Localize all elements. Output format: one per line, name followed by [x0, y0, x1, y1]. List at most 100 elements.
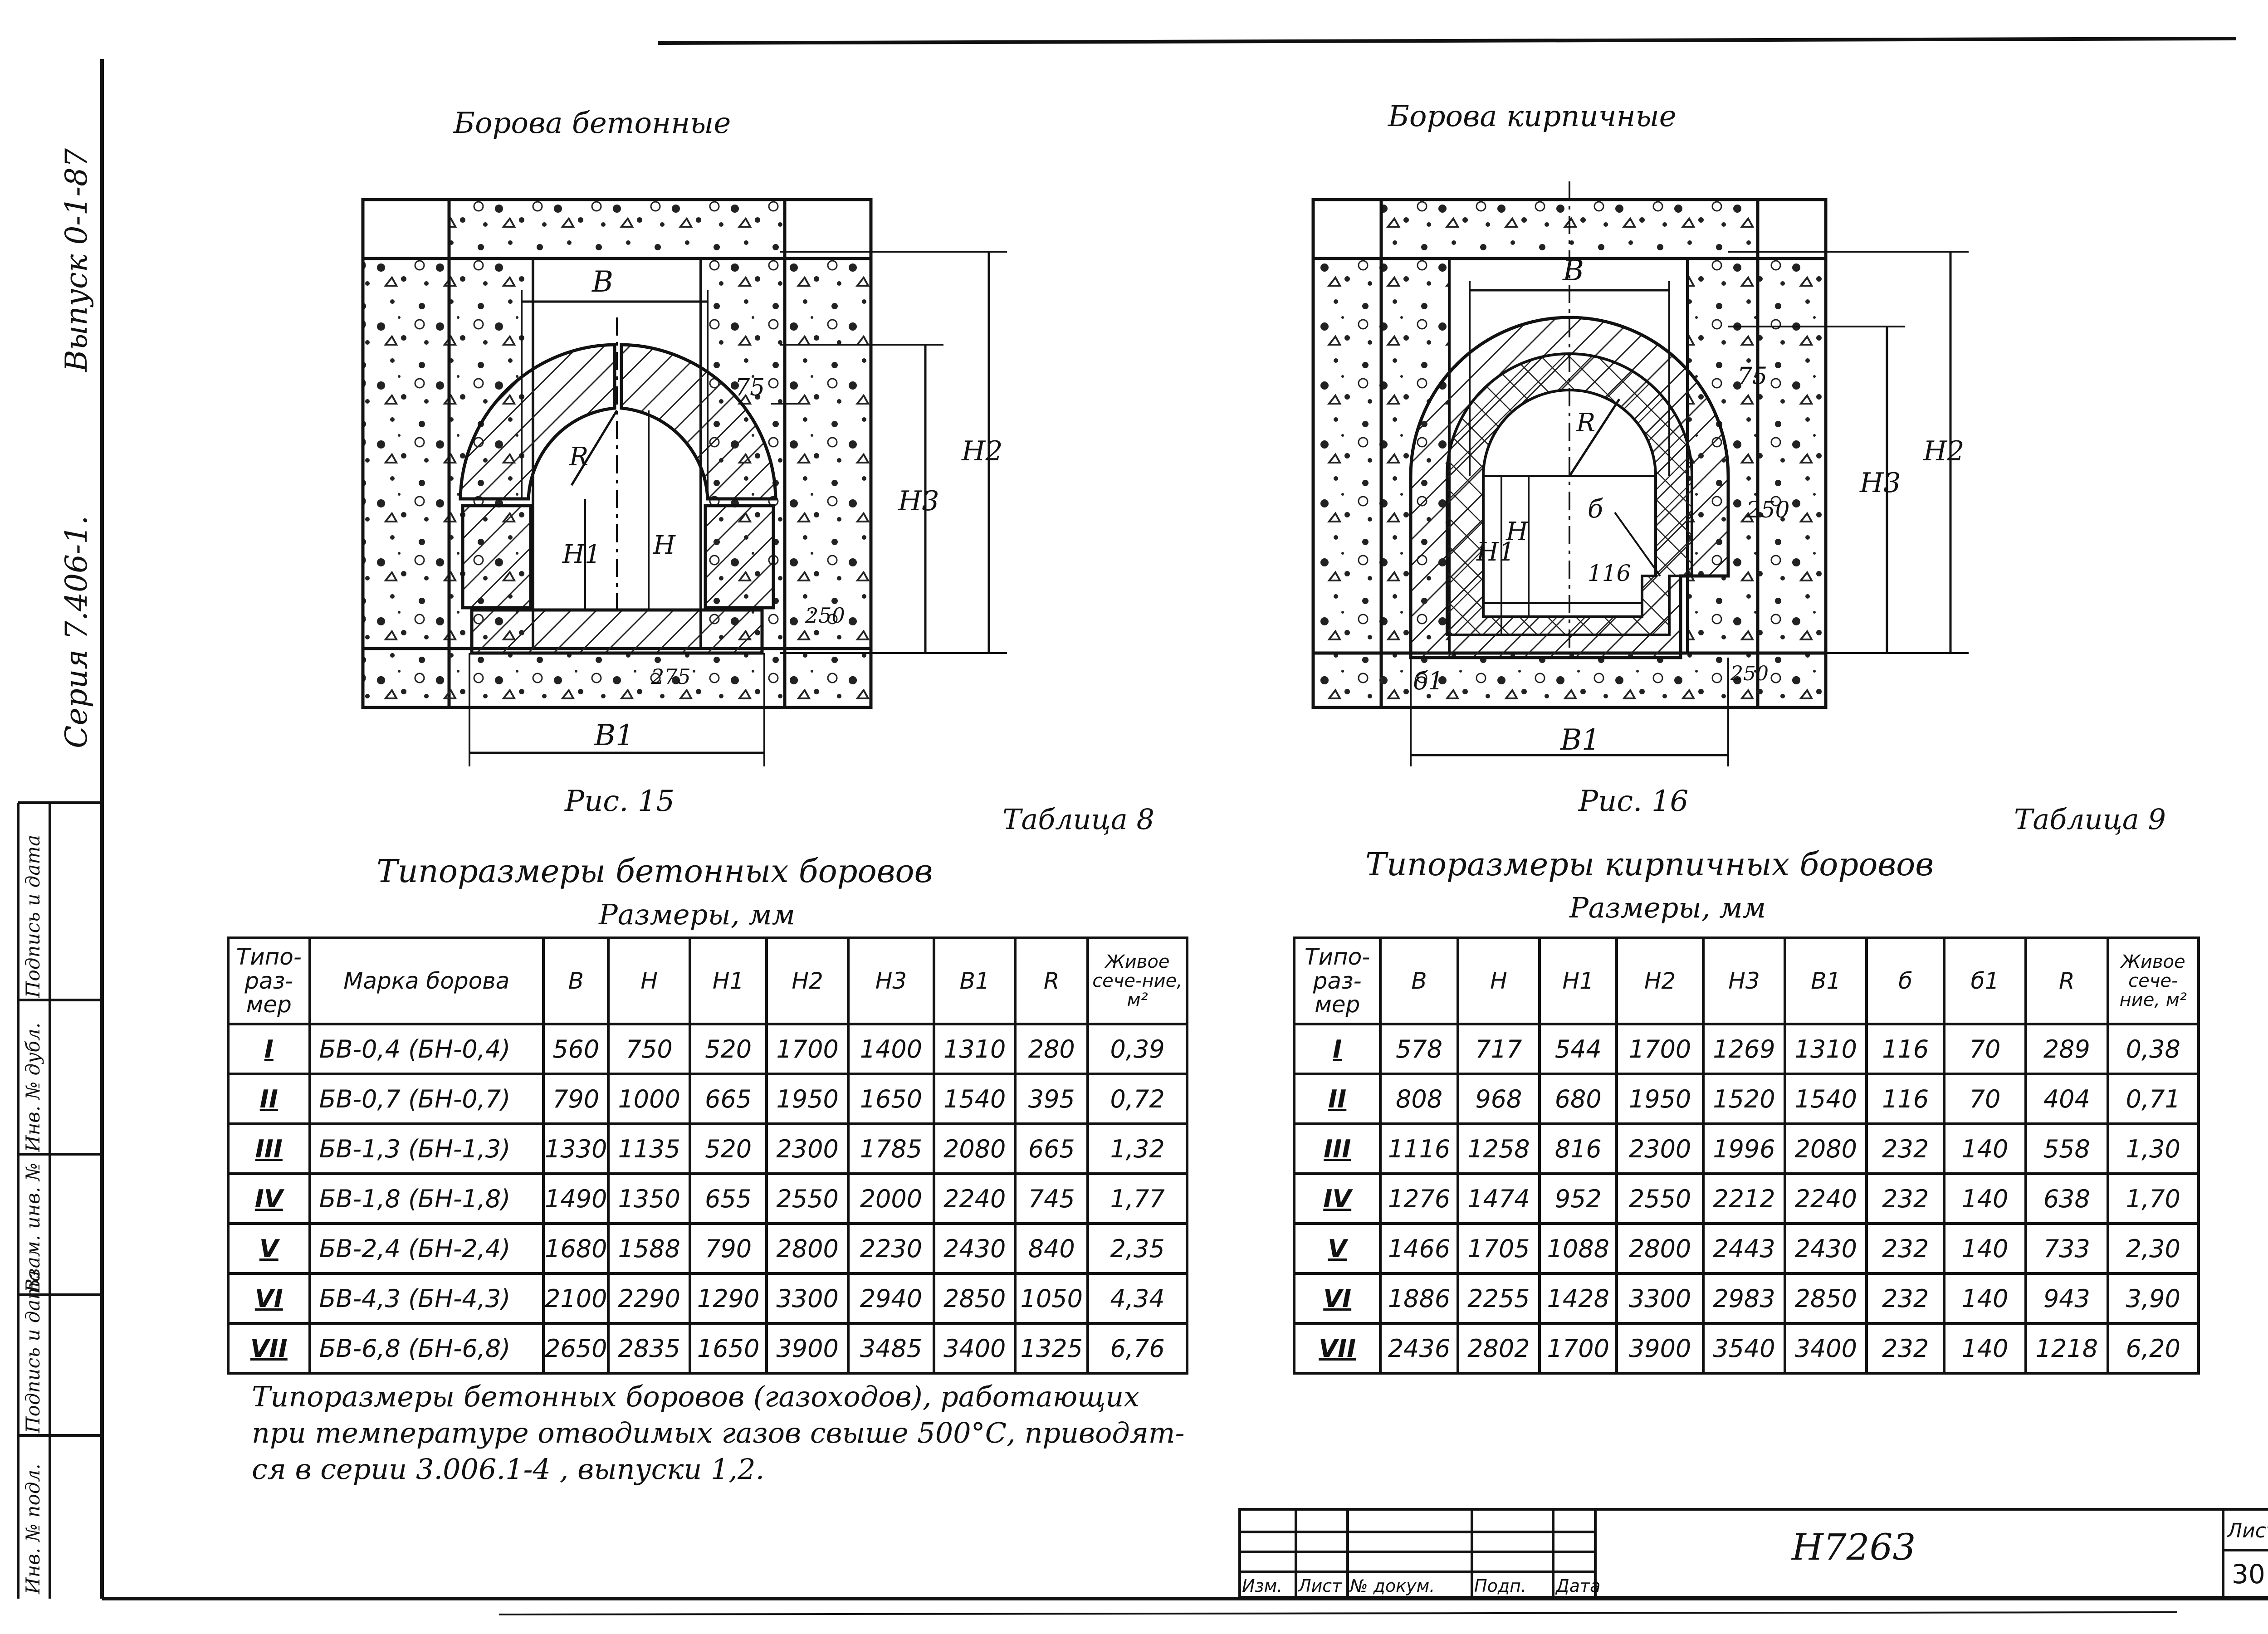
table-cell: 3900 — [765, 1322, 850, 1375]
table-cell: 1000 — [607, 1073, 691, 1125]
title-block: Изм. Лист № докум. Подп. Дата Н7263 Лист… — [1238, 1508, 2268, 1599]
table8-header: Н — [607, 937, 691, 1025]
table-cell: 1116 — [1379, 1122, 1459, 1175]
table9-header: R — [2024, 937, 2109, 1025]
table-cell: 2430 — [933, 1222, 1017, 1275]
table-cell: БВ-2,4 (БН-2,4) — [308, 1222, 545, 1275]
table-cell: БВ-0,4 (БН-0,4) — [308, 1023, 545, 1075]
table8-label: Таблица 8 — [1002, 803, 1154, 836]
table-cell: IV — [1292, 1172, 1382, 1225]
table-cell: 2983 — [1701, 1272, 1787, 1325]
table-row: VI БВ-4,3 (БН-4,3) 2100 2290 1290 3300 2… — [227, 1272, 1188, 1325]
fig16-label-250b: 250 — [1730, 662, 1769, 685]
note-line-3: ся в серии 3.006.1-4 , выпуски 1,2. — [252, 1453, 765, 1486]
table-cell: II — [1292, 1073, 1382, 1125]
table-cell: 2850 — [1784, 1272, 1868, 1325]
table-cell: 1050 — [1014, 1272, 1090, 1325]
title-block-col-sign: Подп. — [1474, 1576, 1527, 1596]
fig16-label-h: Н — [1506, 517, 1528, 546]
table-cell: III — [1292, 1122, 1382, 1175]
fig15-label-h3: Н3 — [898, 485, 939, 517]
table-cell: 0,39 — [1086, 1023, 1188, 1075]
sheet-label: Лист — [2227, 1519, 2268, 1542]
table-cell: 404 — [2024, 1073, 2109, 1125]
table-cell: БВ-6,8 (БН-6,8) — [308, 1322, 545, 1375]
fig16-title: Борова кирпичные — [1388, 100, 1677, 133]
table-cell: 2230 — [846, 1222, 936, 1275]
table-row: III БВ-1,3 (БН-1,3) 1330 1135 520 2300 1… — [227, 1122, 1188, 1175]
table-cell: 0,71 — [2106, 1073, 2200, 1125]
table-cell: 1950 — [765, 1073, 850, 1125]
table8-header: Н1 — [688, 937, 768, 1025]
table-cell: 2443 — [1701, 1222, 1787, 1275]
table8-header: Живое сече-ние, м² — [1086, 937, 1188, 1025]
fig15-label-h: Н — [653, 531, 675, 560]
table-cell: 70 — [1942, 1023, 2028, 1075]
table-cell: 1996 — [1701, 1122, 1787, 1175]
table-cell: 140 — [1942, 1172, 2028, 1225]
table-cell: БВ-1,3 (БН-1,3) — [308, 1122, 545, 1175]
table-cell: 232 — [1865, 1172, 1945, 1225]
table-cell: 2800 — [1615, 1222, 1705, 1275]
table-cell: 2080 — [1784, 1122, 1868, 1175]
fig15-caption: Рис. 15 — [565, 785, 675, 818]
table-cell: 3900 — [1615, 1322, 1705, 1375]
fig16-label-250a: 250 — [1746, 497, 1790, 523]
table-cell: 2835 — [607, 1322, 691, 1375]
title-block-col-doc: № докум. — [1350, 1576, 1435, 1596]
table-cell: 1,32 — [1086, 1122, 1188, 1175]
stamp-label-4: Инв. № дубл. — [22, 1022, 44, 1152]
table-cell: 1520 — [1701, 1073, 1787, 1125]
table9: Типо-раз-мер В Н Н1 Н2 Н3 В1 б б1 R Живо… — [1292, 937, 2200, 1375]
table-cell: 3540 — [1701, 1322, 1787, 1375]
fig16-label-75: 75 — [1737, 363, 1768, 390]
table-cell: 638 — [2024, 1172, 2109, 1225]
table-cell: 140 — [1942, 1222, 2028, 1275]
fig16-label-116: 116 — [1588, 560, 1631, 586]
table-cell: 2300 — [1615, 1122, 1705, 1175]
table-cell: 116 — [1865, 1073, 1945, 1125]
table-cell: 1,77 — [1086, 1172, 1188, 1225]
table-cell: 745 — [1014, 1172, 1090, 1225]
title-block-col-date: Дата — [1556, 1576, 1601, 1596]
table-cell: 816 — [1538, 1122, 1618, 1175]
table-cell: 733 — [2024, 1222, 2109, 1275]
table9-header: б — [1865, 937, 1945, 1025]
table-cell: 0,72 — [1086, 1073, 1188, 1125]
table-cell: 6,76 — [1086, 1322, 1188, 1375]
table9-title: Типоразмеры кирпичных боровов — [1365, 846, 1934, 883]
stamp-label-5: Подпись и дата — [22, 834, 44, 998]
table9-label: Таблица 9 — [2014, 803, 2166, 836]
table-cell: 140 — [1942, 1272, 2028, 1325]
table-cell: 395 — [1014, 1073, 1090, 1125]
table-cell: 1540 — [1784, 1073, 1868, 1125]
table-cell: 1588 — [607, 1222, 691, 1275]
table-cell: 840 — [1014, 1222, 1090, 1275]
fig16-label-h3: Н3 — [1860, 467, 1901, 499]
table-cell: 1650 — [688, 1322, 768, 1375]
table-cell: 1,70 — [2106, 1172, 2200, 1225]
table-cell: 680 — [1538, 1073, 1618, 1125]
bottom-scribble — [499, 1611, 2178, 1615]
table-row: I БВ-0,4 (БН-0,4) 560 750 520 1700 1400 … — [227, 1023, 1188, 1075]
table-cell: 1218 — [2024, 1322, 2109, 1375]
table-cell: V — [1292, 1222, 1382, 1275]
fig15-label-b: В — [592, 265, 614, 299]
table-cell: 1474 — [1456, 1172, 1541, 1225]
table-cell: БВ-4,3 (БН-4,3) — [308, 1272, 545, 1325]
fig15-title: Борова бетонные — [454, 107, 731, 140]
table-cell: 232 — [1865, 1122, 1945, 1175]
table-cell: 2100 — [542, 1272, 610, 1325]
table-cell: БВ-1,8 (БН-1,8) — [308, 1172, 545, 1225]
table-cell: 140 — [1942, 1122, 2028, 1175]
table-cell: 1258 — [1456, 1122, 1541, 1175]
table-cell: 3400 — [1784, 1322, 1868, 1375]
table-cell: 1310 — [933, 1023, 1017, 1075]
table-cell: 968 — [1456, 1073, 1541, 1125]
table-cell: VI — [1292, 1272, 1382, 1325]
table-row: VII 2436 2802 1700 3900 3540 3400 232 14… — [1292, 1322, 2200, 1375]
left-stamp-column — [17, 801, 102, 1599]
table-cell: VII — [1292, 1322, 1382, 1375]
table-cell: 2550 — [1615, 1172, 1705, 1225]
fig15-label-275: 275 — [651, 664, 691, 689]
